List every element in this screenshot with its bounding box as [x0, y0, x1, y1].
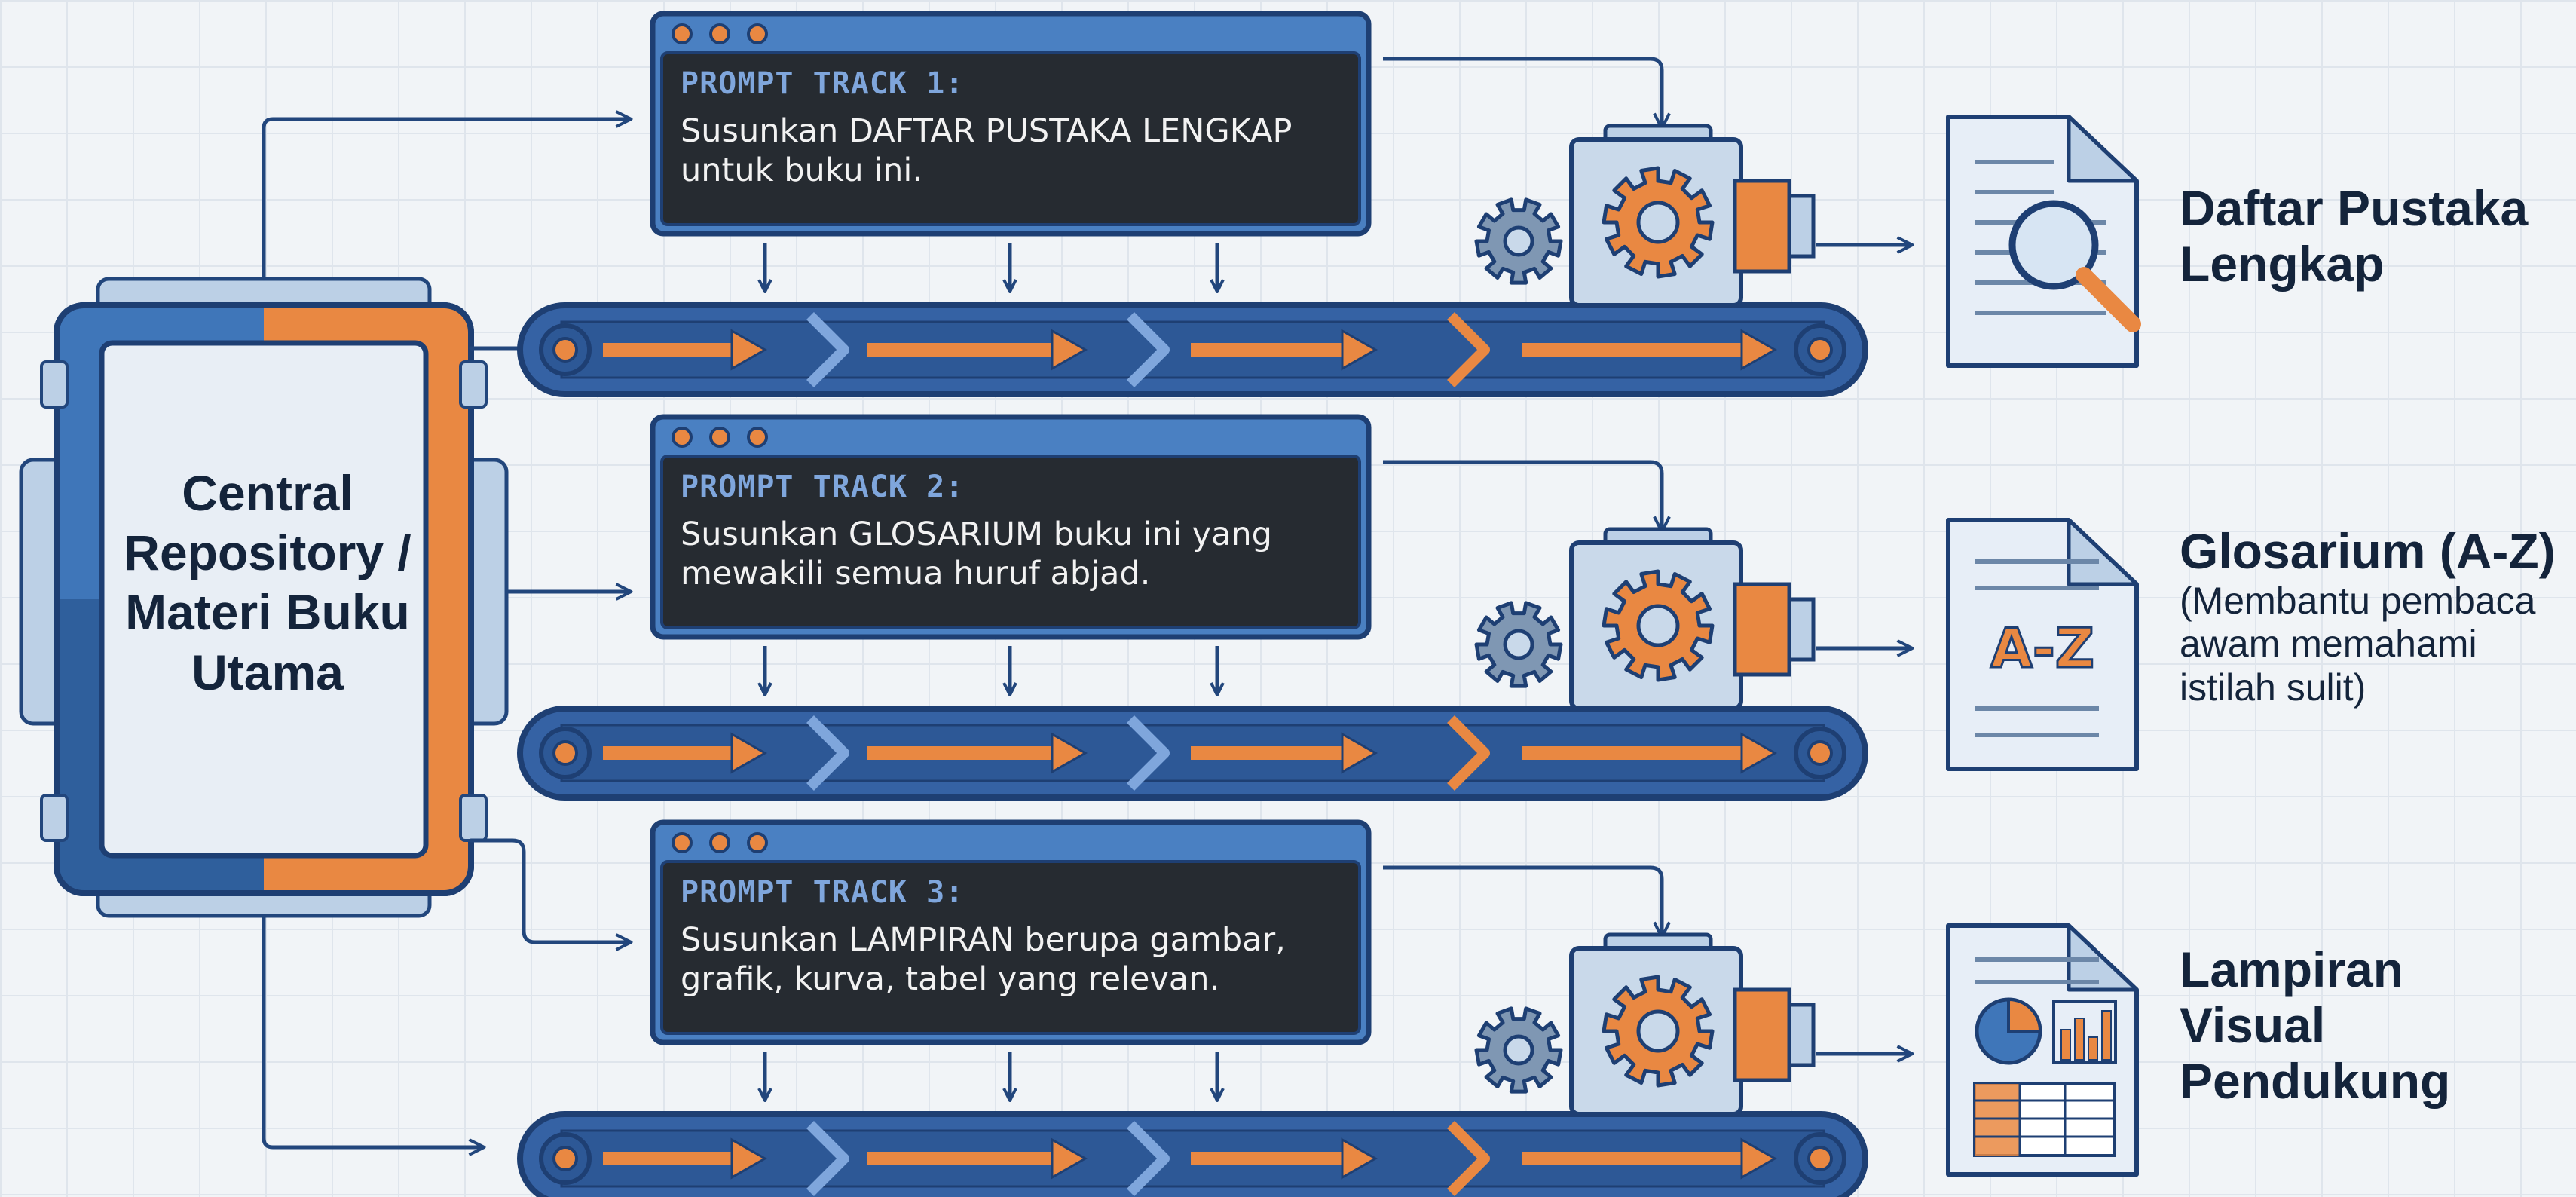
belt-arrowhead-4	[1740, 329, 1778, 371]
machine-nozzle	[1787, 194, 1816, 259]
small-gear-hub	[1503, 225, 1534, 257]
bar-2	[2074, 1018, 2085, 1061]
document-magnifier-icon	[1946, 115, 2141, 368]
output-title-line: Pendukung	[2180, 1052, 2451, 1109]
prompt-text-line: untuk buku ini.	[681, 152, 923, 190]
gear-hub	[1636, 604, 1680, 647]
document-az-icon: A-Z	[1946, 518, 2139, 771]
belt-chevron-1	[806, 715, 849, 791]
window-dot-1	[672, 427, 693, 448]
window-dot-2	[709, 832, 730, 853]
window-dot-2	[709, 23, 730, 44]
window-dot-3	[747, 23, 768, 44]
magnifier-handle	[2076, 267, 2141, 332]
prompt-window-screen	[660, 455, 1361, 629]
prompt-track-text: Susunkan LAMPIRAN berupa gambar,grafik, …	[681, 920, 1359, 1000]
track-1	[517, 11, 2141, 397]
bar-3	[2088, 1036, 2098, 1061]
belt-arrowhead-3	[1341, 732, 1378, 774]
belt-arrowhead-2	[1051, 329, 1088, 371]
belt-chevron-2	[1127, 312, 1170, 387]
window-dot-3	[747, 427, 768, 448]
prompt-text-line: Susunkan DAFTAR PUSTAKA LENGKAP	[681, 112, 1293, 150]
small-gear-hub	[1503, 629, 1534, 660]
roller-hub-1	[552, 740, 578, 766]
machine-nozzle	[1787, 1003, 1816, 1067]
output-title-line: Lengkap	[2180, 235, 2385, 292]
output-title-line: Visual	[2180, 996, 2326, 1053]
belt-arrowhead-2	[1051, 1137, 1088, 1180]
window-dot-2	[709, 427, 730, 448]
track-2: A-Z	[517, 414, 2139, 801]
document-fold	[2067, 115, 2139, 183]
track-3	[517, 819, 2139, 1197]
document-fold	[2067, 518, 2139, 586]
repository-connectors	[262, 110, 633, 1156]
window-to-machine-arrow	[1383, 57, 1671, 130]
document-az-label: A-Z	[1990, 617, 2094, 680]
belt-arrowhead-3	[1341, 1137, 1378, 1180]
output-title-line: Glosarium (A-Z)	[2180, 523, 2556, 579]
window-to-machine-arrow	[1383, 460, 1671, 534]
prompt-text-line: Susunkan GLOSARIUM buku ini yang	[681, 516, 1272, 553]
output-title-line: Daftar Pustaka	[2180, 180, 2529, 236]
machine-side-panel	[1733, 987, 1791, 1082]
belt-arrowhead-3	[1341, 329, 1378, 371]
prompt-text-line: Susunkan LAMPIRAN berupa gambar,	[681, 921, 1286, 959]
output-subtitle-line: (Membantu pembaca	[2180, 579, 2536, 622]
pie-slice	[2007, 997, 2042, 1033]
window-dot-3	[747, 832, 768, 853]
belt-chevron-1	[806, 1121, 849, 1196]
belt-chevron-3	[1447, 1121, 1490, 1196]
small-gear-hub	[1503, 1034, 1534, 1066]
belt-arrowhead-1	[730, 732, 768, 774]
machine-side-panel	[1733, 179, 1791, 274]
output-title-line: Lampiran	[2180, 941, 2404, 997]
window-to-machine-arrow	[1383, 865, 1671, 939]
roller-hub-1	[552, 337, 578, 363]
roller-hub-2	[1807, 740, 1833, 766]
prompt-text-line: grafik, kurva, tabel yang relevan.	[681, 960, 1220, 999]
roller-hub-2	[1807, 337, 1833, 363]
bar-1	[2060, 1029, 2071, 1061]
gear-hub	[1636, 201, 1680, 244]
belt-chevron-3	[1447, 715, 1490, 791]
output-subtitle-line: awam memahami	[2180, 623, 2477, 666]
document-charts-table-icon	[1946, 923, 2139, 1177]
roller-hub-1	[552, 1146, 578, 1171]
bar-4	[2101, 1010, 2112, 1061]
belt-arrowhead-2	[1051, 732, 1088, 774]
belt-arrowhead-4	[1740, 1137, 1778, 1180]
gear-hub	[1636, 1009, 1680, 1053]
window-dot-1	[672, 832, 693, 853]
prompt-text-line: mewakili semua huruf abjad.	[681, 555, 1151, 593]
prompt-window-screen	[660, 51, 1361, 226]
belt-chevron-2	[1127, 715, 1170, 791]
repository-label: Central Repository / Materi Buku Utama	[124, 465, 411, 700]
belt-arrowhead-1	[730, 329, 768, 371]
output-subtitle-line: istilah sulit)	[2180, 666, 2366, 709]
belt-arrowhead-4	[1740, 732, 1778, 774]
prompt-window-screen	[660, 860, 1361, 1035]
roller-hub-2	[1807, 1146, 1833, 1171]
machine-side-panel	[1733, 582, 1791, 677]
machine-nozzle	[1787, 597, 1816, 662]
prompt-track-title: PROMPT TRACK 3:	[681, 875, 965, 910]
belt-chevron-3	[1447, 312, 1490, 387]
magnifier-lens	[2008, 200, 2099, 290]
prompt-track-title: PROMPT TRACK 2:	[681, 470, 965, 504]
central-repository	[19, 277, 509, 918]
belt-arrowhead-1	[730, 1137, 768, 1180]
prompt-track-title: PROMPT TRACK 1:	[681, 66, 965, 101]
window-dot-1	[672, 23, 693, 44]
belt-chevron-2	[1127, 1121, 1170, 1196]
belt-chevron-1	[806, 312, 849, 387]
